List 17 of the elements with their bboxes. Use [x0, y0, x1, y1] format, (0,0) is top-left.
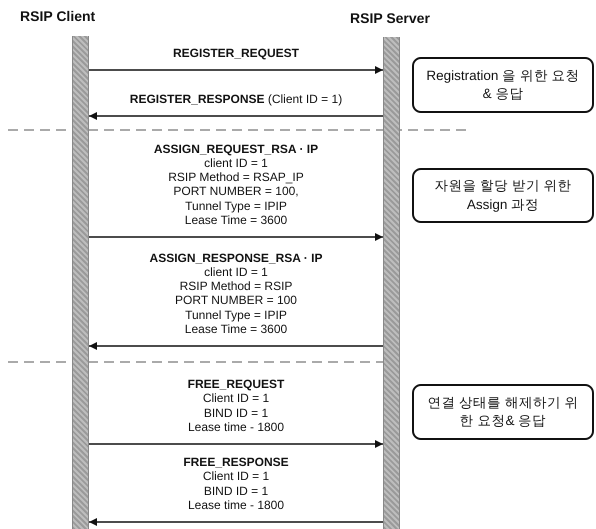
- message-arrow: [89, 342, 383, 350]
- note-box: 연결 상태를 해제하기 위한 요청& 응답: [412, 384, 594, 440]
- message-arrow: [89, 440, 383, 448]
- message-label: ASSIGN_RESPONSE_RSA · IP client ID = 1 RSIP Method = RSIP PORT NUMBER = 100 Tunnel Type = IPIP Lease Time = 3600: [150, 250, 322, 336]
- note-box: Registration 을 위한 요청 & 응답: [412, 57, 594, 113]
- lifeline-label: RSIP Server: [350, 10, 430, 26]
- message-label: REGISTER_REQUEST: [172, 46, 300, 60]
- message-arrow: [89, 112, 383, 120]
- message-arrow: [89, 518, 383, 526]
- message-arrow: [89, 233, 383, 241]
- lifeline-label: RSIP Client: [20, 8, 96, 24]
- note-box: 자원을 할당 받기 위한 Assign 과정: [412, 168, 594, 223]
- message-label: ASSIGN_REQUEST_RSA · IP client ID = 1 RSIP Method = RSAP_IP PORT NUMBER = 100, Tunnel Type = IPIP Lease Time = 3600: [154, 142, 318, 228]
- message-label: FREE_REQUEST Client ID = 1 BIND ID = 1 Lease time - 1800: [188, 377, 284, 434]
- message-label: REGISTER_RESPONSE (Client ID = 1): [130, 92, 342, 106]
- message-label: FREE_RESPONSE Client ID = 1 BIND ID = 1 Lease time - 1800: [183, 455, 289, 512]
- message-arrow: [89, 66, 383, 74]
